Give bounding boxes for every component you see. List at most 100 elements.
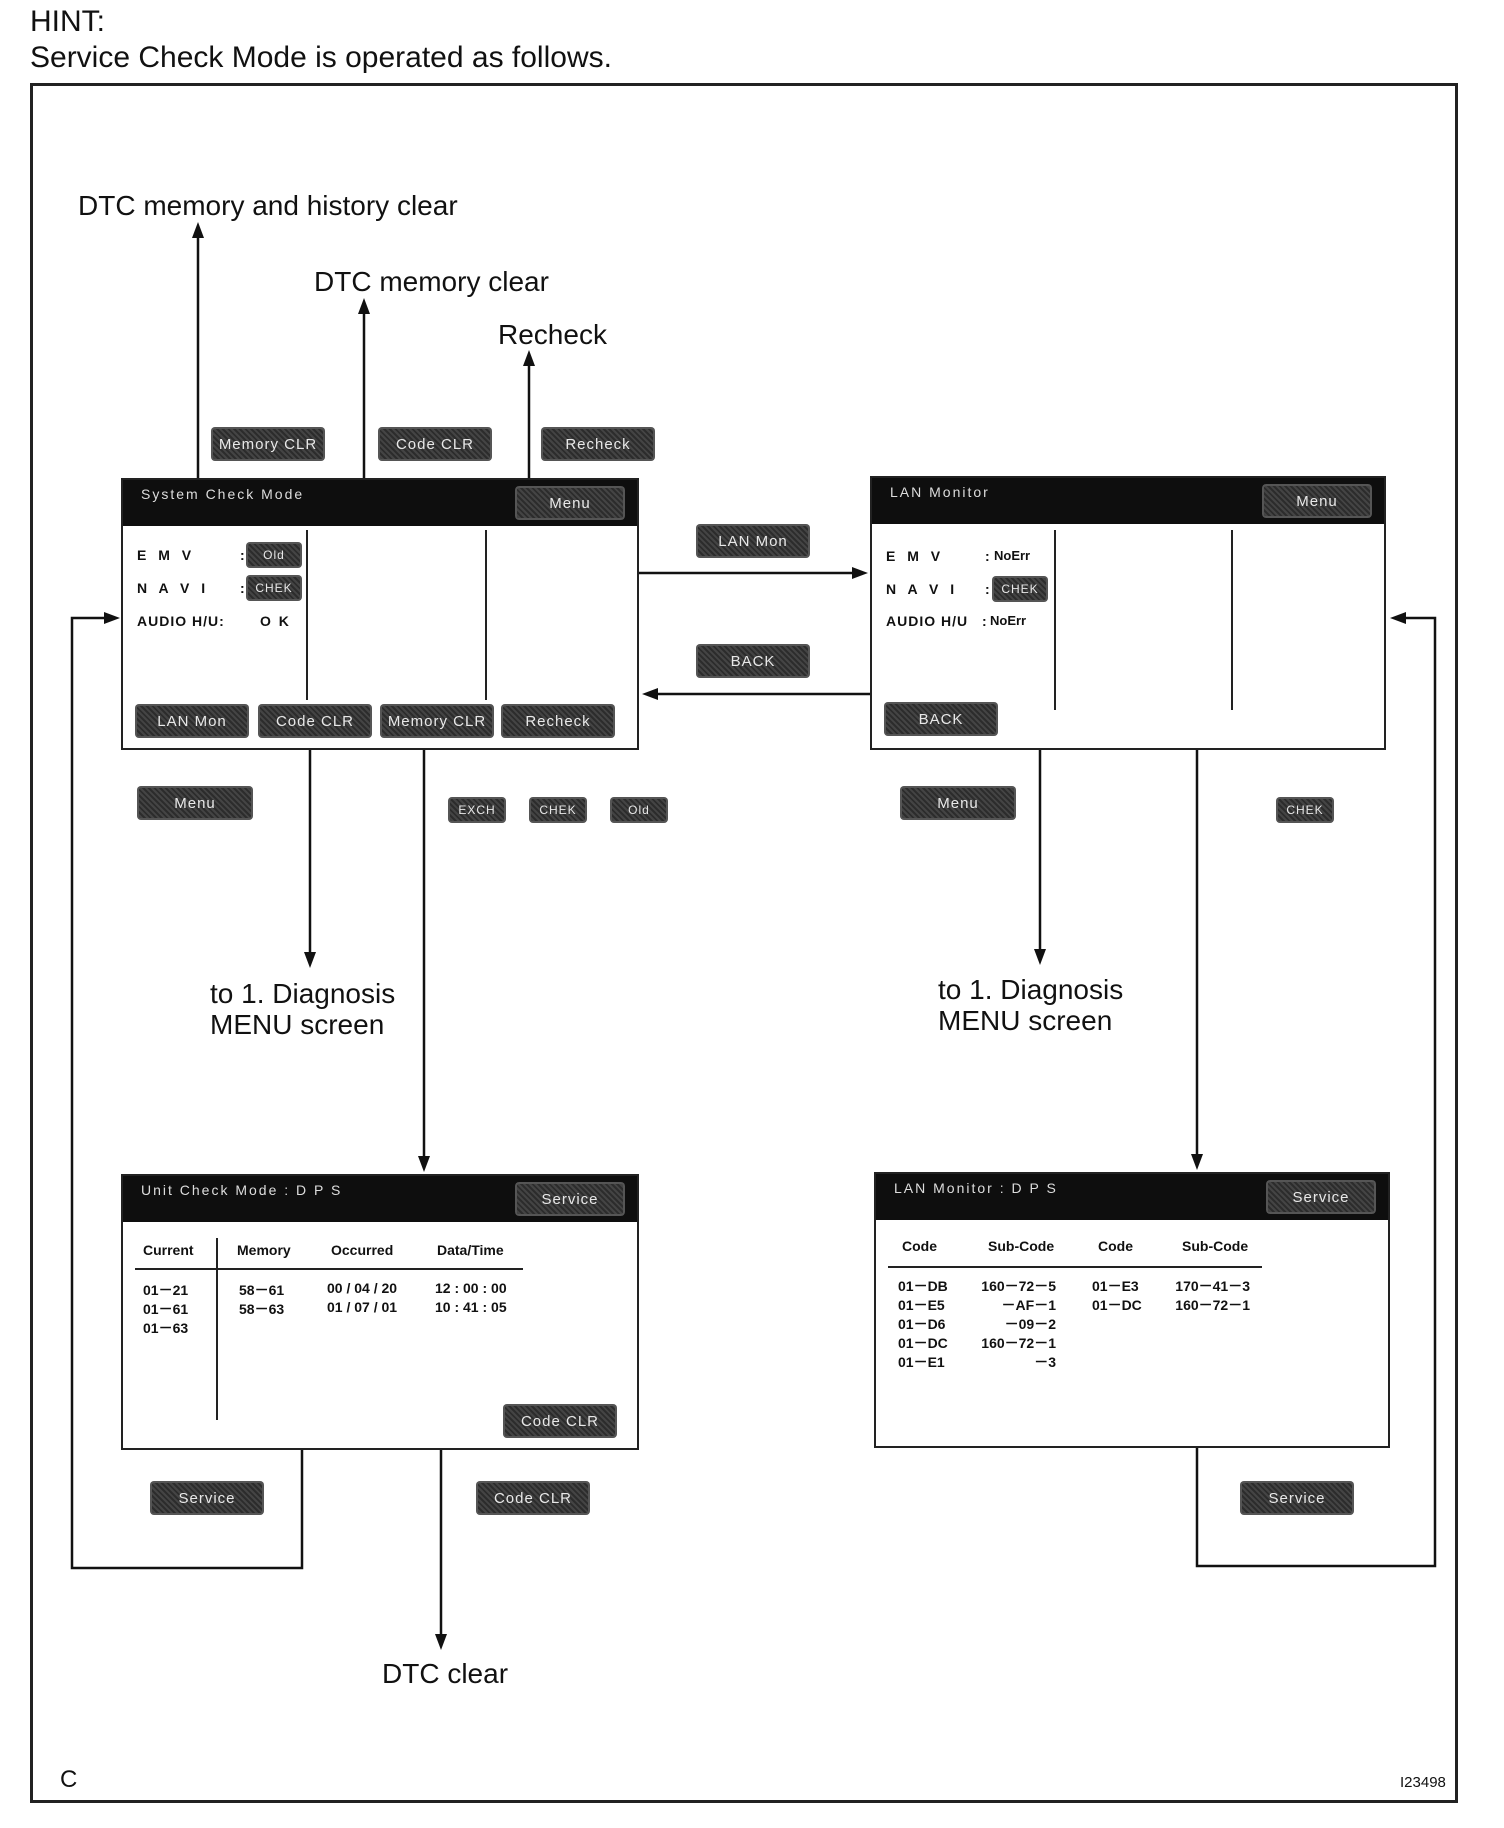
dtc-subcode: －09－2 xyxy=(1004,1316,1056,1332)
navi-chek-button[interactable]: CHEK xyxy=(246,575,302,601)
col-header-subcode: Sub-Code xyxy=(1182,1238,1249,1254)
emv-label: E M V xyxy=(886,548,945,564)
diagnosis-menu-label-left: to 1. Diagnosis MENU screen xyxy=(210,978,395,1040)
system-check-menu-button[interactable]: Menu xyxy=(515,486,625,520)
lan-monitor-titlebar: LAN Monitor Menu xyxy=(872,478,1384,524)
col-header-code: Code xyxy=(1098,1238,1133,1254)
occurred-time: 12 : 00 : 00 xyxy=(435,1280,507,1296)
label-dtc-memory-clear: DTC memory clear xyxy=(314,266,549,297)
service-button[interactable]: Service xyxy=(150,1481,264,1515)
dtc-subcode: 170－41－3 xyxy=(1175,1278,1250,1294)
audio-label: AUDIO H/U xyxy=(886,613,969,629)
chek-button[interactable]: CHEK xyxy=(529,797,587,823)
lan-mon-button[interactable]: LAN Mon xyxy=(135,704,249,738)
lan-dps-title: LAN Monitor : D P S xyxy=(894,1180,1058,1196)
occurred-date: 00 / 04 / 20 xyxy=(327,1280,398,1296)
corner-letter: C xyxy=(60,1766,78,1793)
emv-label: E M V xyxy=(137,547,196,563)
dtc-code: 01－D6 xyxy=(898,1316,946,1332)
diagnosis-label-line: MENU screen xyxy=(210,1009,385,1040)
label-dtc-memory-history-clear: DTC memory and history clear xyxy=(78,190,458,221)
dtc-code: 01－E1 xyxy=(898,1354,945,1370)
memory-clr-button[interactable]: Memory CLR xyxy=(211,427,325,461)
hint-title: HINT: xyxy=(30,5,105,38)
recheck-button[interactable]: Recheck xyxy=(541,427,655,461)
dtc-code: 01－E5 xyxy=(898,1297,945,1313)
navi-chek-button[interactable]: CHEK xyxy=(992,576,1048,602)
unit-check-title: Unit Check Mode : D P S xyxy=(141,1182,343,1198)
dtc-subcode: 160－72－1 xyxy=(981,1335,1056,1351)
lan-monitor-screen: LAN Monitor Menu E M V : NoErr N A V I :… xyxy=(870,476,1386,750)
dtc-subcode: 160－72－1 xyxy=(1175,1297,1250,1313)
hint-text: Service Check Mode is operated as follow… xyxy=(30,41,612,74)
divider xyxy=(1231,530,1233,710)
audio-status: NoErr xyxy=(990,613,1027,628)
audio-sep: : xyxy=(982,613,987,629)
lan-dps-screen: LAN Monitor : D P S Service Code Sub-Cod… xyxy=(874,1172,1390,1448)
code-clr-button[interactable]: Code CLR xyxy=(378,427,492,461)
emv-old-button[interactable]: Old xyxy=(246,542,302,568)
audio-status: O K xyxy=(260,613,291,629)
current-code: 01－21 xyxy=(143,1282,189,1298)
occurred-time: 10 : 41 : 05 xyxy=(435,1299,507,1315)
memory-code: 58－63 xyxy=(239,1301,285,1317)
header-rule xyxy=(135,1268,523,1270)
back-button[interactable]: BACK xyxy=(884,702,998,736)
system-check-titlebar: System Check Mode Menu xyxy=(123,480,637,526)
service-button[interactable]: Service xyxy=(1266,1180,1376,1214)
dtc-code: 01－DC xyxy=(1092,1297,1142,1313)
memory-clr-button[interactable]: Memory CLR xyxy=(380,704,494,738)
menu-button[interactable]: Menu xyxy=(137,786,253,820)
code-clr-button[interactable]: Code CLR xyxy=(476,1481,590,1515)
recheck-button[interactable]: Recheck xyxy=(501,704,615,738)
col-header-datetime: Data/Time xyxy=(437,1242,504,1258)
occurred-date: 01 / 07 / 01 xyxy=(327,1299,398,1315)
system-check-screen: System Check Mode Menu E M V : Old N A V… xyxy=(121,478,639,750)
navi-label: N A V I xyxy=(886,581,959,597)
navi-sep: : xyxy=(985,581,990,597)
service-button[interactable]: Service xyxy=(515,1182,625,1216)
emv-status: NoErr xyxy=(994,548,1031,563)
divider xyxy=(306,530,308,700)
exch-button[interactable]: EXCH xyxy=(448,797,506,823)
lan-monitor-menu-button[interactable]: Menu xyxy=(1262,484,1372,518)
diagnosis-menu-label-right: to 1. Diagnosis MENU screen xyxy=(938,974,1123,1036)
unit-check-screen: Unit Check Mode : D P S Service Current … xyxy=(121,1174,639,1450)
menu-button[interactable]: Menu xyxy=(900,786,1016,820)
dtc-code: 01－DC xyxy=(898,1335,948,1351)
figure-id: I23498 xyxy=(1400,1774,1446,1791)
divider xyxy=(485,530,487,700)
navi-sep: : xyxy=(240,580,245,596)
code-clr-button[interactable]: Code CLR xyxy=(503,1404,617,1438)
col-header-subcode: Sub-Code xyxy=(988,1238,1055,1254)
lan-monitor-title: LAN Monitor xyxy=(890,484,990,500)
lan-mon-button[interactable]: LAN Mon xyxy=(696,524,810,558)
memory-code: 58－61 xyxy=(239,1282,285,1298)
diagram-frame xyxy=(30,83,1458,1803)
label-recheck: Recheck xyxy=(498,319,607,350)
dtc-subcode: 160－72－5 xyxy=(981,1278,1056,1294)
emv-sep: : xyxy=(985,548,990,564)
col-header-memory: Memory xyxy=(237,1242,291,1258)
current-code: 01－61 xyxy=(143,1301,189,1317)
emv-sep: : xyxy=(240,547,245,563)
diagnosis-label-line: to 1. Diagnosis xyxy=(938,974,1124,1005)
header-rule xyxy=(888,1266,1262,1268)
back-button[interactable]: BACK xyxy=(696,644,810,678)
col-header-code: Code xyxy=(902,1238,937,1254)
diagnosis-label-line: MENU screen xyxy=(938,1005,1113,1036)
dtc-subcode: －AF－1 xyxy=(1001,1297,1056,1313)
audio-label: AUDIO H/U: xyxy=(137,613,225,629)
label-dtc-clear: DTC clear xyxy=(382,1658,509,1689)
chek-button[interactable]: CHEK xyxy=(1276,797,1334,823)
system-check-title: System Check Mode xyxy=(141,486,305,502)
old-button[interactable]: Old xyxy=(610,797,668,823)
code-clr-button[interactable]: Code CLR xyxy=(258,704,372,738)
unit-check-titlebar: Unit Check Mode : D P S Service xyxy=(123,1176,637,1222)
col-header-occurred: Occurred xyxy=(331,1242,394,1258)
diagnosis-label-line: to 1. Diagnosis xyxy=(210,978,396,1009)
dtc-subcode: －3 xyxy=(1034,1354,1056,1370)
service-button[interactable]: Service xyxy=(1240,1481,1354,1515)
lan-dps-titlebar: LAN Monitor : D P S Service xyxy=(876,1174,1388,1220)
